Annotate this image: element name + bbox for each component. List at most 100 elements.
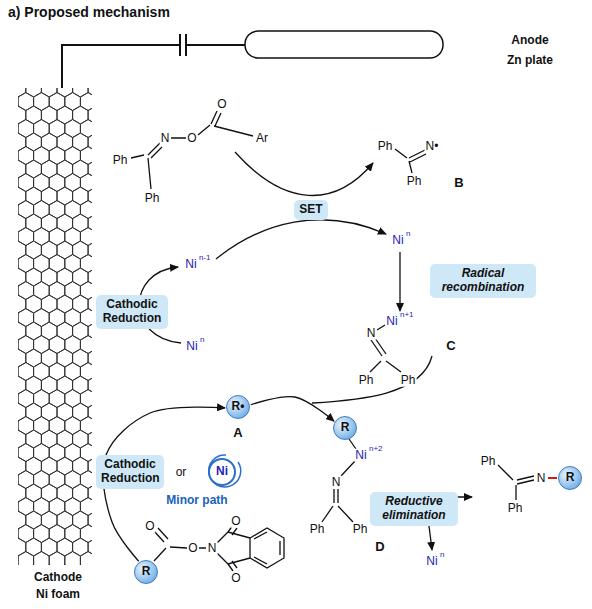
step-box: Reductive elimination (370, 492, 458, 526)
nickel-label: Ni (385, 315, 398, 328)
step-box: Cathodic Reduction (96, 295, 168, 329)
nickel-label: Ni (184, 258, 197, 271)
oxidation-state: n-1 (199, 254, 211, 262)
conjunction: or (176, 466, 187, 479)
figure-title: a) Proposed mechanism (8, 5, 170, 20)
foam-cell (80, 444, 92, 462)
foam-cell (80, 147, 92, 165)
species-letter: D (375, 540, 384, 554)
foam-cell (80, 255, 92, 273)
node-text: R (341, 421, 350, 435)
electrode-label: Anode (511, 34, 548, 47)
oxime-ester-bonds (131, 111, 253, 189)
atom-label: Ph (406, 175, 423, 188)
node-text: Cathodic Reduction (101, 298, 163, 326)
node-text: Ni (216, 465, 228, 479)
foam-cell (80, 201, 92, 219)
foam-cell (80, 552, 92, 566)
atom-label: O (230, 572, 241, 585)
atom-label: O (216, 98, 227, 111)
oxidation-state: n+1 (400, 311, 414, 319)
recombination-arrow (399, 252, 400, 311)
foam-cell (80, 390, 92, 408)
step-box: Radical recombination (430, 264, 536, 298)
node-text: Reductive elimination (375, 495, 453, 523)
node-text: SET (299, 203, 322, 217)
anode-plate (245, 31, 443, 58)
wire (62, 45, 245, 88)
node-text: R (142, 565, 151, 579)
node-text: Cathodic Reduction (101, 458, 159, 486)
foam-cell (49, 552, 65, 566)
product-bonds (498, 465, 534, 500)
node-text: R (566, 471, 575, 485)
foam-cell (80, 498, 92, 516)
oxidation-state: n (200, 336, 204, 344)
oxidation-state: n+2 (369, 445, 383, 453)
foam-cell (73, 88, 89, 97)
atom-label: Ph (377, 140, 394, 153)
foam-cell (80, 525, 92, 543)
foam-cell (18, 88, 26, 97)
foam-cell (80, 363, 92, 381)
electrode-label: Cathode (34, 571, 82, 584)
radical-sphere: R• (226, 395, 250, 419)
foam-cell (80, 93, 92, 111)
atom-label: Ph (507, 502, 524, 515)
oxidation-state: n (406, 230, 410, 238)
minor-path-cycle (209, 455, 241, 487)
foam-cell (18, 552, 34, 566)
foam-cell (34, 552, 50, 566)
set-arrow (235, 152, 373, 195)
alkyl-sphere: R (134, 560, 158, 584)
atom-label: N (207, 542, 218, 555)
atom-label: N (331, 476, 342, 489)
join-arrow (312, 356, 432, 403)
minor-path-label: Minor path (166, 494, 227, 507)
nickel-circle: Ni (208, 458, 236, 486)
atom-label: N (366, 327, 377, 340)
reaction-arrow (251, 397, 334, 422)
nickel-label: Ni (354, 449, 367, 462)
node-text: Radical recombination (435, 267, 531, 295)
power-source-symbol (180, 34, 186, 56)
step-box: Cathodic Reduction (96, 455, 164, 489)
foam-cell (41, 88, 57, 97)
atom-label: Ph (480, 455, 497, 468)
step-box: SET (294, 200, 327, 220)
foam-cell (26, 88, 42, 97)
atom-label: Ph (400, 374, 417, 387)
alkyl-sphere: R (558, 466, 582, 490)
atom-label: O (186, 132, 197, 145)
atom-label: Ph (309, 523, 326, 536)
atom-label: N (536, 472, 547, 485)
atom-label: Ph (352, 523, 369, 536)
foam-cell (80, 120, 92, 138)
atom-label: O (144, 520, 155, 533)
foam-cell (80, 336, 92, 354)
node-text: R• (232, 400, 245, 414)
nickel-label: Ni (425, 555, 438, 568)
new-bond (548, 477, 557, 479)
foam-cell (80, 471, 92, 489)
iminyl-radical-bonds (395, 149, 426, 173)
electrode-material: Ni foam (36, 588, 80, 601)
nickel-label: Ni (391, 234, 404, 247)
foam-cell (80, 417, 92, 435)
foam-cell (57, 88, 73, 97)
atom-label: Ph (112, 154, 129, 167)
ni-foam-cathode (18, 88, 92, 565)
atom-label: Ar (255, 132, 269, 145)
foam-cell (80, 174, 92, 192)
species-letter: C (446, 339, 455, 353)
species-letter: A (233, 426, 242, 440)
oxidation-state: n (440, 551, 444, 559)
nickel-label: Ni (185, 340, 198, 353)
complex-d-bonds (322, 439, 356, 522)
atom-label: N• (425, 140, 440, 153)
